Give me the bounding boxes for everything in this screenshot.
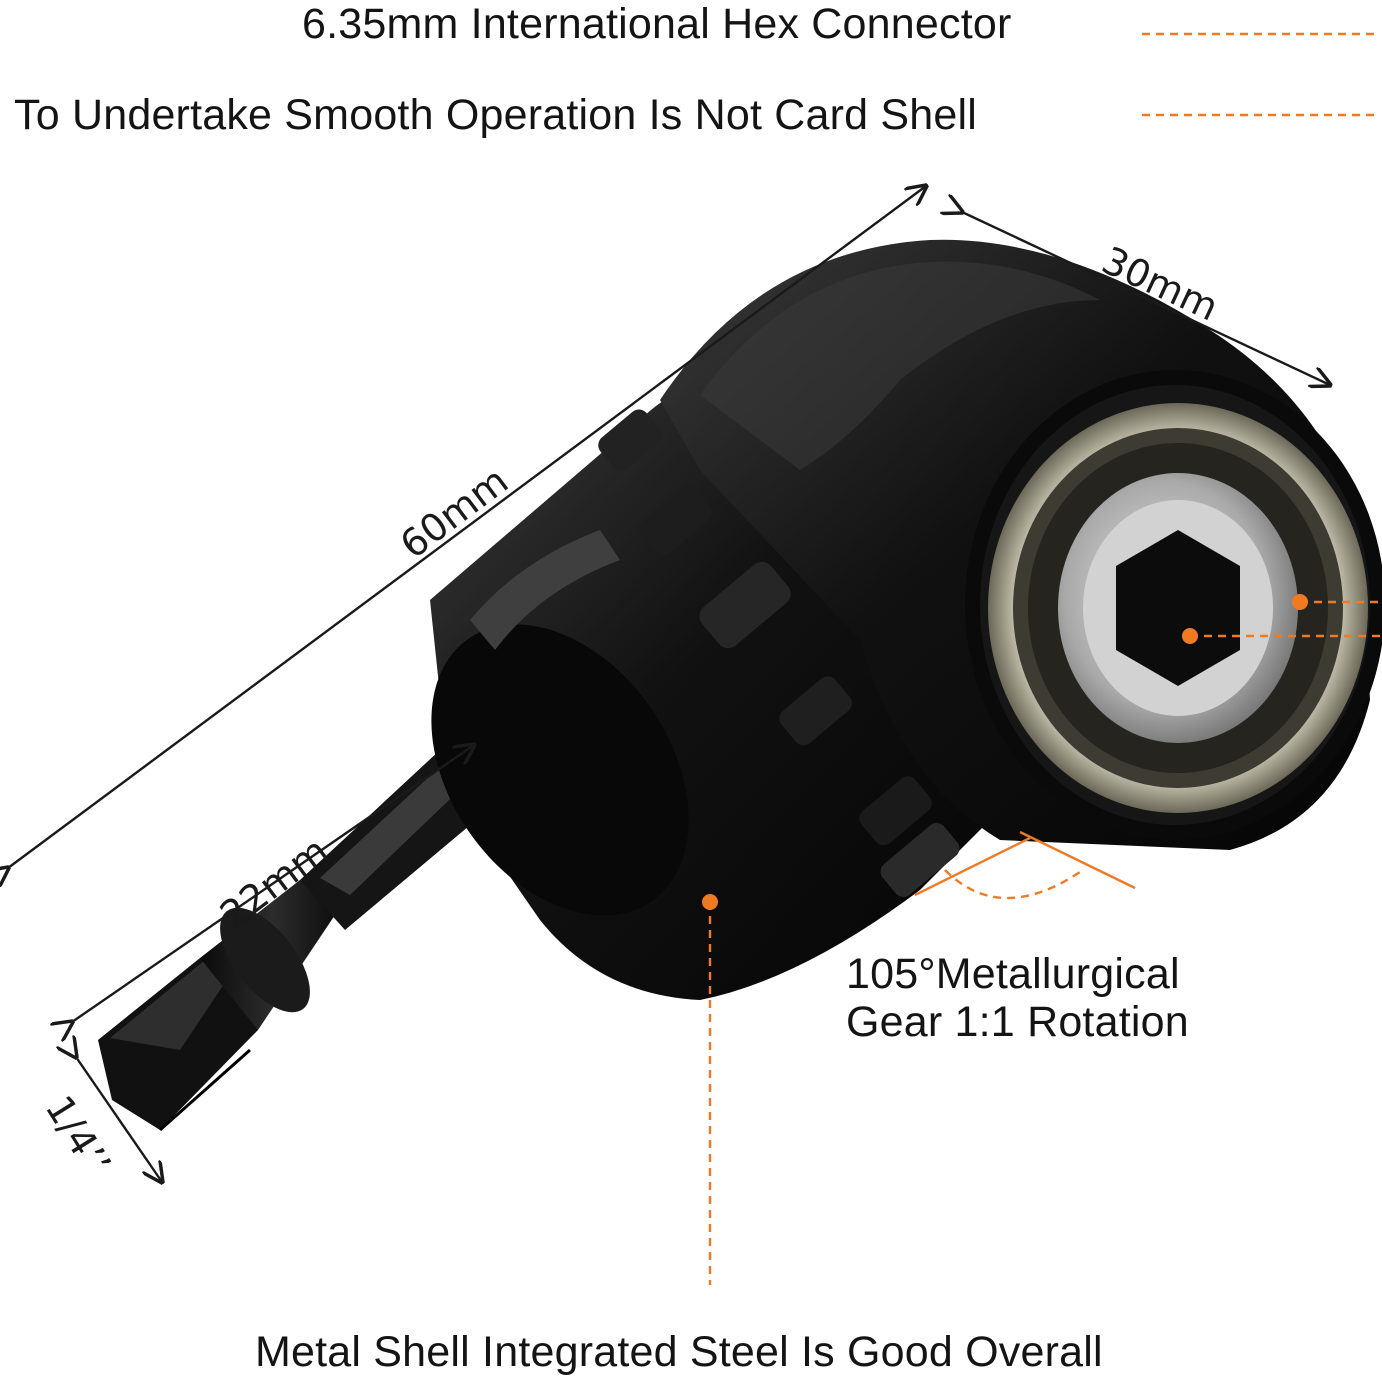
callout-metal-shell: Metal Shell Integrated Steel Is Good Ove… [255, 1328, 1103, 1376]
angled-head [660, 239, 1382, 850]
callout-gear-line1: 105°Metallurgical [846, 950, 1180, 998]
dimension-lines [8, 186, 1330, 1182]
hex-socket-icon [1116, 530, 1240, 686]
callout-gear-line2: Gear 1:1 Rotation [846, 998, 1189, 1046]
hex-shank [98, 750, 500, 1132]
callout-hex-connector: 6.35mm International Hex Connector [302, 0, 1012, 48]
callout-leaders [708, 32, 1382, 1285]
callout-dots [702, 594, 1308, 910]
angle-marker-lines [914, 830, 1136, 897]
callout-smooth-operation: To Undertake Smooth Operation Is Not Car… [14, 91, 978, 139]
